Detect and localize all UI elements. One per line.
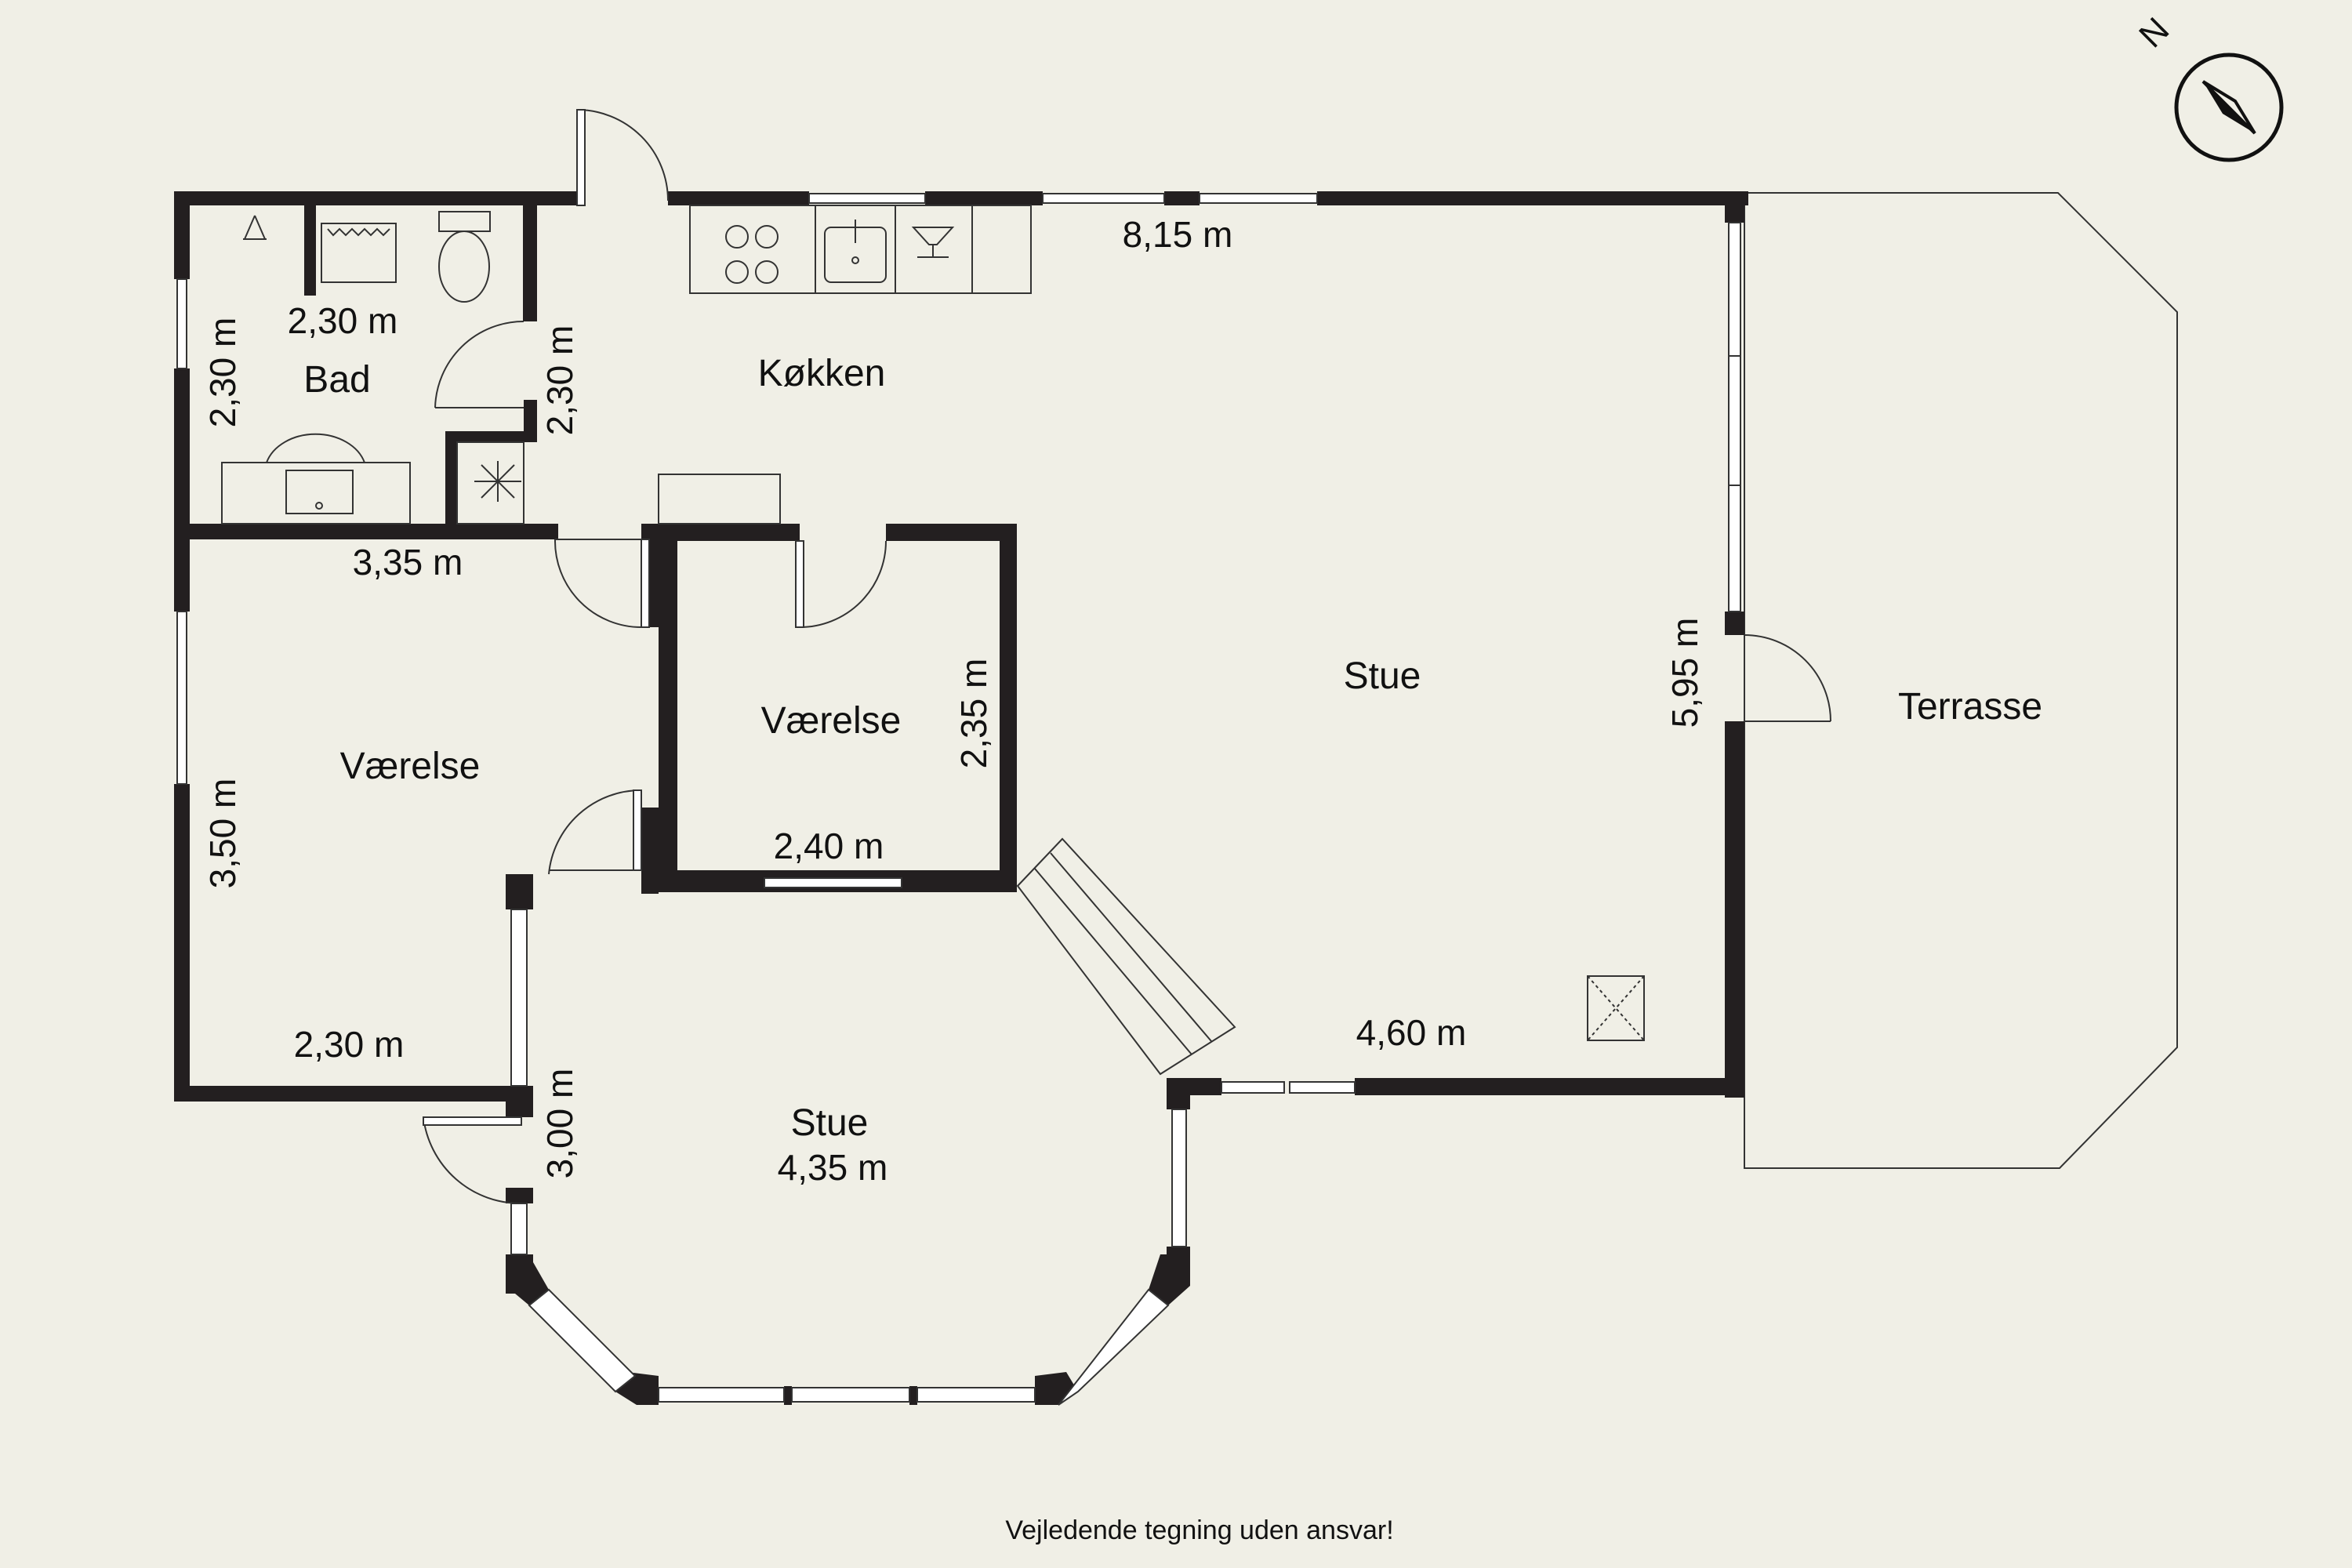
room-label-stue-main: Stue [1344, 655, 1421, 697]
dim-stue-lower-height: 3,00 m [539, 1069, 580, 1179]
snowflake-icon [456, 441, 524, 524]
dim-stue-lower-width: 4,35 m [778, 1147, 888, 1188]
dishwasher-icon [911, 227, 955, 258]
room-label-bad: Bad [303, 359, 370, 401]
room-label-vaerelse-left: Værelse [340, 746, 481, 787]
room-labels: Bad Køkken Værelse Værelse Stue Stue Ter… [303, 353, 2042, 1144]
dim-bad-bottom: 3,35 m [353, 542, 463, 583]
stove-icon [725, 225, 779, 284]
dim-stue-bottom-width: 4,60 m [1356, 1012, 1467, 1053]
dim-stue-right-height: 5,95 m [1664, 618, 1705, 728]
bathroom-sink-icon [221, 433, 411, 524]
dim-hall-height: 2,30 m [539, 325, 580, 436]
dim-bad-width: 2,30 m [288, 300, 398, 341]
walls [174, 191, 1748, 1405]
hanger-icon [243, 215, 267, 240]
room-label-kokken: Køkken [758, 353, 886, 394]
dim-bad-height: 2,30 m [202, 318, 243, 428]
windows [176, 193, 1741, 1406]
terrace-outline [1744, 192, 2178, 1169]
disclaimer-text: Vejledende tegning uden ansvar! [1005, 1515, 1393, 1545]
washing-machine-icon [321, 223, 397, 283]
skylight-icon [1587, 975, 1645, 1041]
dim-top-wall: 8,15 m [1123, 214, 1233, 255]
dim-vaerelse-center-height: 2,35 m [953, 659, 994, 769]
dim-vaerelse-center-width: 2,40 m [774, 826, 884, 866]
bathroom-fixtures [221, 211, 524, 524]
doors [423, 109, 1831, 1205]
kitchen-counter [658, 205, 1032, 524]
sink-icon [824, 220, 887, 283]
dim-vaerelse-left-height: 3,50 m [202, 779, 243, 889]
room-label-terrasse: Terrasse [1898, 686, 2042, 728]
room-label-stue-lower: Stue [791, 1102, 869, 1144]
compass-north-label: N [2132, 10, 2176, 55]
dim-vaerelse-left-width: 2,30 m [294, 1024, 405, 1065]
toilet-icon [438, 211, 491, 303]
compass-icon: N [2132, 10, 2284, 162]
room-label-vaerelse-center: Værelse [761, 700, 902, 742]
stairs [1016, 837, 1236, 1076]
dimension-labels: 8,15 m 2,30 m 2,30 m 2,30 m 3,35 m 2,35 … [202, 214, 1705, 1188]
